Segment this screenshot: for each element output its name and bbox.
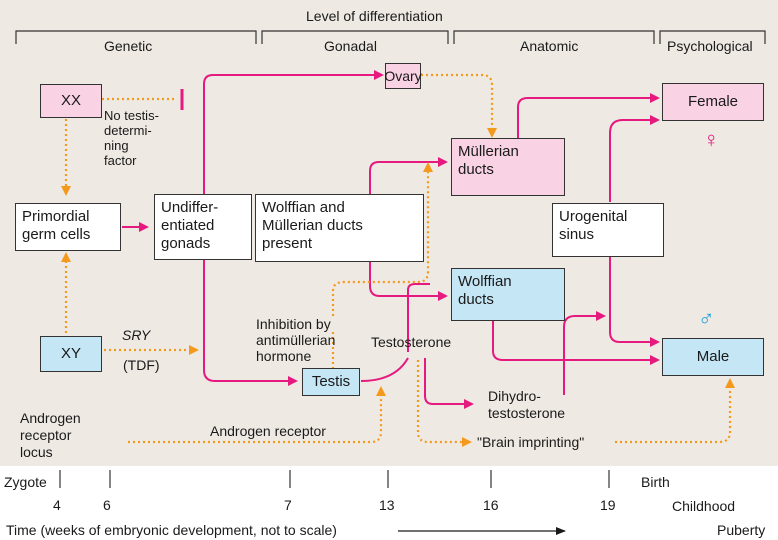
male-symbol-icon: ♂ [698, 306, 715, 331]
label-sry: SRY [122, 327, 151, 343]
level-psychological: Psychological [667, 38, 753, 54]
arrow-sinus-to-male [609, 256, 660, 347]
node-undifferentiated-gonads: Undiffer- entiated gonads [154, 194, 252, 260]
timeline-week-13: 13 [379, 497, 395, 513]
timeline-birth: Birth [641, 474, 670, 490]
arrow-wm-to-wolffian [369, 262, 448, 301]
timeline-week-4: 4 [53, 497, 61, 513]
level-genetic: Genetic [104, 38, 153, 54]
node-female: Female [662, 83, 764, 121]
timeline-week-6: 6 [103, 497, 111, 513]
label-brain-imprinting: "Brain imprinting" [477, 434, 585, 450]
node-ovary: Ovary [384, 63, 422, 89]
label-amh-inhibition: Inhibition by antimüllerian hormone [256, 316, 336, 364]
arrow-to-dihydro [424, 358, 474, 409]
female-symbol-icon: ♀ [703, 127, 720, 152]
arrow-wolffian-to-male [492, 320, 660, 365]
timeline-childhood: Childhood [672, 498, 736, 514]
level-gonadal: Gonadal [324, 38, 377, 54]
arrow-testosterone-to-wolffian [407, 283, 430, 352]
timeline-week-19: 19 [600, 497, 616, 513]
level-anatomic: Anatomic [520, 38, 579, 54]
node-urogenital-sinus: Urogenital sinus [552, 203, 664, 257]
label-dihydrotestosterone: Dihydro- testosterone [488, 388, 566, 421]
timeline-zygote: Zygote [4, 474, 47, 490]
level-brackets [15, 30, 766, 44]
label-tdf: (TDF) [123, 357, 160, 373]
arrow-wm-to-mullerian [369, 157, 448, 212]
arrow-sinus-to-female [609, 115, 660, 202]
arrow-dht-to-sinus [563, 311, 606, 395]
node-xy: XY [40, 336, 102, 372]
arrow-to-brain-imprinting [416, 360, 472, 447]
label-testosterone: Testosterone [371, 334, 452, 350]
diagram-header: Level of differentiation [306, 8, 443, 24]
node-testis: Testis [302, 368, 360, 396]
arrow-undiff-to-ovary [203, 70, 384, 196]
node-wolffian-mullerian-present: Wolffian and Müllerian ducts present [255, 194, 424, 262]
arrow-testis-to-testosterone [360, 357, 409, 382]
timeline-axis-label: Time (weeks of embryonic development, no… [6, 522, 337, 538]
timeline-week-16: 16 [483, 497, 499, 513]
node-primordial-germ-cells: Primordial germ cells [15, 203, 121, 251]
node-wolffian-ducts: Wolffian ducts [451, 268, 565, 321]
label-androgen-receptor: Androgen receptor [210, 423, 326, 439]
node-male: Male [662, 338, 764, 376]
arrow-brain-to-male [615, 378, 735, 444]
node-mullerian-ducts: Müllerian ducts [451, 138, 565, 196]
node-xx: XX [40, 84, 102, 118]
arrow-androgen-receptor [128, 386, 386, 444]
timeline-puberty: Puberty [717, 522, 766, 538]
arrow-undiff-to-testis [203, 260, 298, 386]
timeline-week-7: 7 [284, 497, 292, 513]
label-no-tdf: No testis- determi- ning factor [104, 108, 159, 168]
arrow-ovary-to-mullerian [421, 73, 497, 138]
label-androgen-receptor-locus: Androgen receptor locus [20, 410, 81, 460]
timeline-ticks [59, 470, 610, 488]
arrow-mullerian-to-female [517, 93, 660, 138]
